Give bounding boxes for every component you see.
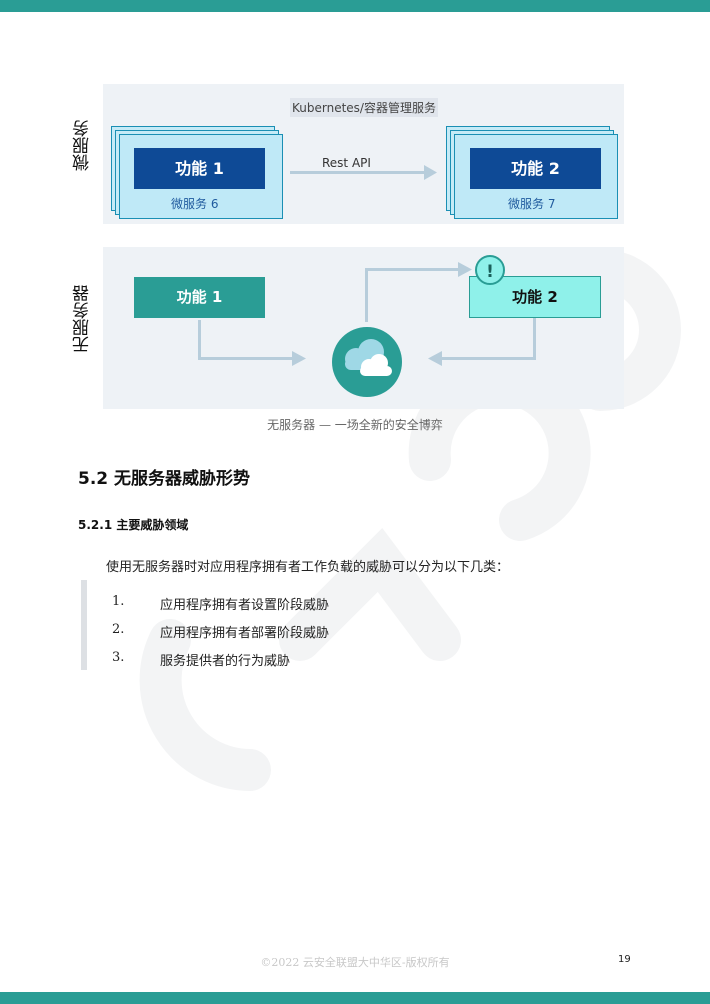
alert-icon: [475, 255, 505, 285]
list-item-text: 应用程序拥有者部署阶段威胁: [160, 626, 330, 641]
sl-arrow1-vertical: [198, 320, 201, 360]
list-item-number: 3.: [112, 650, 125, 665]
page-number: 19: [618, 954, 631, 965]
copyright-footer: ©2022 云安全联盟大中华区-版权所有: [260, 956, 450, 969]
sl-arrow3-vertical: [533, 318, 536, 360]
sl-arrow2-vertical: [365, 268, 368, 322]
sl-function-1: 功能 1: [134, 277, 265, 318]
ms-function-2: 功能 2: [470, 148, 601, 189]
sl-arrow3-horizontal: [440, 357, 536, 360]
cloud-icon: [345, 339, 392, 376]
ms-function-1: 功能 1: [134, 148, 265, 189]
list-quote-bar: [81, 580, 87, 670]
ms-function-2-sub: 微服务 7: [508, 197, 556, 211]
rest-api-arrow-head: [424, 165, 437, 180]
alert-glyph: !: [486, 262, 494, 282]
figure-caption: 无服务器 — 一场全新的安全博弈: [267, 418, 443, 432]
bottom-accent-bar: [0, 992, 710, 1004]
sl-arrow3-head: [428, 351, 442, 366]
list-item-number: 2.: [112, 622, 125, 637]
sl-arrow1-head: [292, 351, 306, 366]
k8s-title: Kubernetes/容器管理服务: [290, 98, 438, 117]
sl-arrow2-head: [458, 262, 472, 277]
intro-paragraph: 使用无服务器时对应用程序拥有者工作负载的威胁可以分为以下几类：: [106, 560, 510, 575]
rest-api-label: Rest API: [322, 156, 371, 170]
list-item-number: 1.: [112, 594, 125, 609]
sl-arrow2-horizontal: [365, 268, 459, 271]
list-item-text: 应用程序拥有者设置阶段威胁: [160, 598, 330, 613]
sl-arrow1-horizontal: [198, 357, 294, 360]
ms-function-1-sub: 微服务 6: [171, 197, 219, 211]
list-item-text: 服务提供者的行为威胁: [160, 654, 291, 669]
top-accent-bar: [0, 0, 710, 12]
subsection-heading: 5.2.1 主要威胁领域: [78, 518, 189, 532]
section-heading: 5.2 无服务器威胁形势: [78, 469, 251, 489]
rest-api-arrow-line: [290, 171, 424, 174]
